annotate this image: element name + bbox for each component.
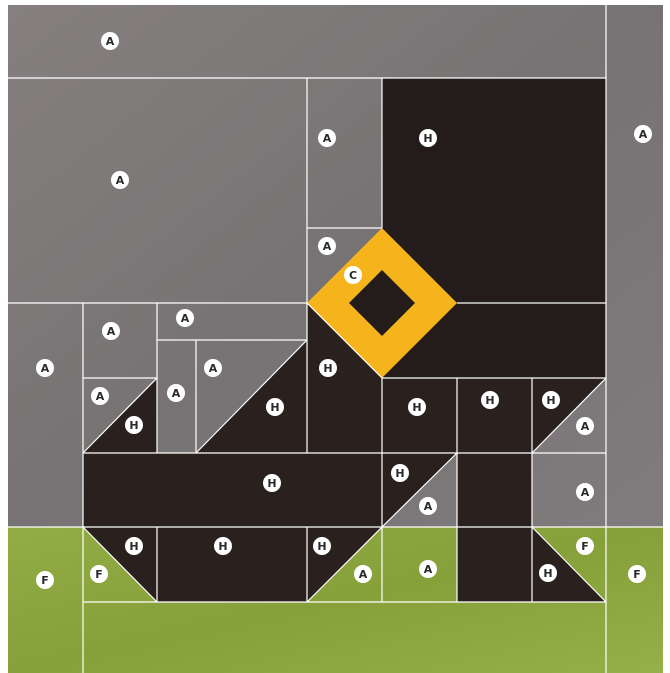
svg-text:H: H <box>423 132 432 145</box>
piece-label: H <box>481 391 499 409</box>
piece-label: H <box>263 474 281 492</box>
svg-text:H: H <box>129 540 138 553</box>
piece-label: A <box>318 237 336 255</box>
piece-label: H <box>542 391 560 409</box>
svg-text:A: A <box>323 132 332 145</box>
piece-label: A <box>204 359 222 377</box>
svg-text:A: A <box>639 128 648 141</box>
piece-label: A <box>167 384 185 402</box>
svg-text:H: H <box>267 477 276 490</box>
piece-label: F <box>576 537 594 555</box>
svg-text:H: H <box>317 540 326 553</box>
svg-text:A: A <box>581 486 590 499</box>
svg-text:F: F <box>633 568 641 581</box>
piece-label: A <box>111 171 129 189</box>
piece-label: H <box>214 537 232 555</box>
piece-label: A <box>36 359 54 377</box>
piece-label: H <box>391 464 409 482</box>
svg-text:H: H <box>323 362 332 375</box>
piece-label: C <box>344 266 362 284</box>
svg-text:A: A <box>41 362 50 375</box>
svg-text:A: A <box>96 390 105 403</box>
piece-label: H <box>125 416 143 434</box>
piece-label: H <box>319 359 337 377</box>
svg-text:A: A <box>581 420 590 433</box>
piece-label: A <box>576 417 594 435</box>
svg-text:F: F <box>95 568 103 581</box>
svg-text:A: A <box>424 563 433 576</box>
svg-text:A: A <box>107 325 116 338</box>
piece-label: A <box>354 565 372 583</box>
piece-label: A <box>419 560 437 578</box>
svg-text:H: H <box>218 540 227 553</box>
piece-label: A <box>634 125 652 143</box>
svg-text:H: H <box>270 401 279 414</box>
svg-text:A: A <box>181 312 190 325</box>
piece-label: H <box>539 564 557 582</box>
svg-text:H: H <box>412 401 421 414</box>
piece-label: A <box>102 322 120 340</box>
piece-label: H <box>266 398 284 416</box>
svg-text:A: A <box>172 387 181 400</box>
piece-label: H <box>125 537 143 555</box>
piece-label: H <box>408 398 426 416</box>
svg-text:H: H <box>543 567 552 580</box>
piece-label: A <box>101 32 119 50</box>
svg-text:H: H <box>546 394 555 407</box>
piece-label: A <box>419 497 437 515</box>
svg-text:A: A <box>106 35 115 48</box>
piece-label: A <box>576 483 594 501</box>
svg-text:F: F <box>41 574 49 587</box>
piece-label: H <box>419 129 437 147</box>
svg-text:A: A <box>424 500 433 513</box>
svg-text:H: H <box>395 467 404 480</box>
piece-label: A <box>318 129 336 147</box>
piece-label: H <box>313 537 331 555</box>
svg-text:F: F <box>581 540 589 553</box>
svg-text:A: A <box>209 362 218 375</box>
svg-text:H: H <box>129 419 138 432</box>
piece-label: F <box>36 571 54 589</box>
svg-text:A: A <box>323 240 332 253</box>
svg-text:A: A <box>116 174 125 187</box>
piece-label: A <box>176 309 194 327</box>
piece-label: F <box>628 565 646 583</box>
piece-label: F <box>90 565 108 583</box>
svg-text:H: H <box>485 394 494 407</box>
svg-text:C: C <box>349 269 357 282</box>
svg-text:A: A <box>359 568 368 581</box>
piece-label: A <box>91 387 109 405</box>
